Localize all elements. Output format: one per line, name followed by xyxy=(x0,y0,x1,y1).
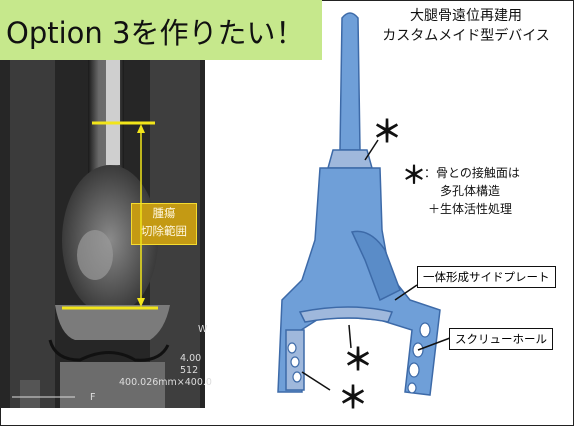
side-plate-callout: 一体形成サイドプレート xyxy=(417,266,556,288)
device-title-line2: カスタムメイド型デバイス xyxy=(360,26,572,46)
device-title: 大腿骨遠位再建用 カスタムメイド型デバイス xyxy=(360,6,572,46)
marker-arrow-down xyxy=(137,298,145,307)
legend-line3: ＋生体活性処理 xyxy=(428,200,512,217)
leader-star-3 xyxy=(302,372,330,390)
star-marker-2: ＊ xyxy=(343,346,373,376)
legend-line1: ：骨との接触面は xyxy=(424,164,520,181)
marker-arrow-up xyxy=(137,124,145,133)
star-marker-3: ＊ xyxy=(338,384,368,414)
legend-star: ＊ xyxy=(402,160,426,190)
screw-hole-callout: スクリューホール xyxy=(449,328,553,350)
custom-device-illustration xyxy=(278,13,440,395)
star-marker-1: ＊ xyxy=(372,118,402,148)
device-title-line1: 大腿骨遠位再建用 xyxy=(360,6,572,26)
legend-line2: 多孔体構造 xyxy=(440,182,500,199)
